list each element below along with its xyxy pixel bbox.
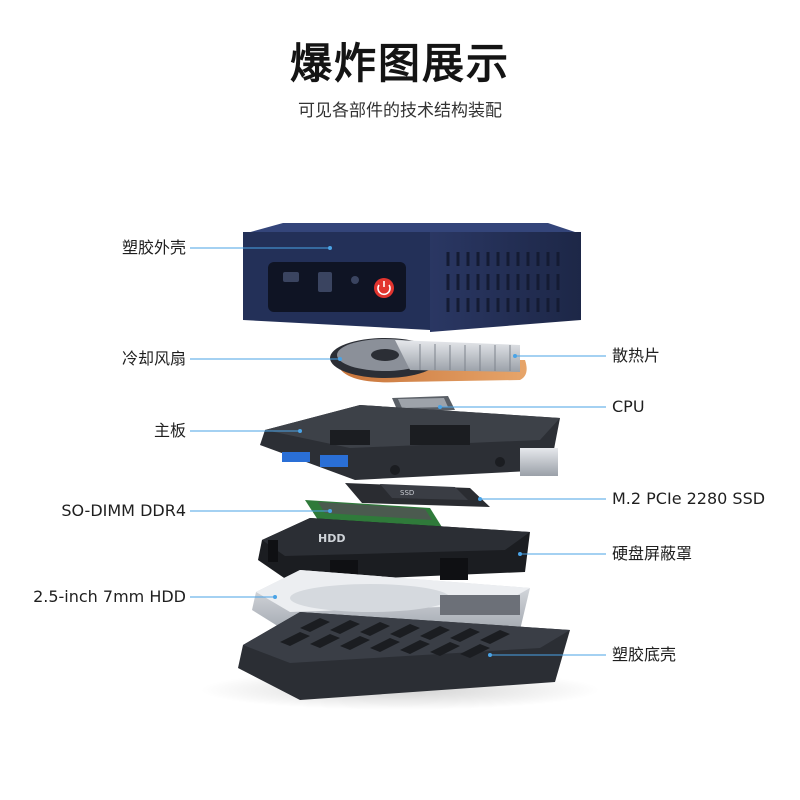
ssd-sticker-text: SSD bbox=[400, 489, 414, 497]
ssd-part: SSD bbox=[345, 483, 490, 507]
label-heatsink: 散热片 bbox=[612, 346, 661, 365]
power-button-icon bbox=[374, 278, 394, 298]
page-subtitle: 可见各部件的技术结构装配 bbox=[298, 101, 502, 121]
motherboard-part bbox=[260, 405, 560, 480]
label-hdd-shield: 硬盘屏蔽罩 bbox=[612, 544, 693, 563]
label-hdd: 2.5-inch 7mm HDD bbox=[33, 587, 186, 606]
plastic-shell-part bbox=[243, 223, 581, 332]
label-plastic-shell: 塑胶外壳 bbox=[121, 238, 186, 257]
label-bottom-shell: 塑胶底壳 bbox=[612, 645, 677, 664]
page-title: 爆炸图展示 bbox=[289, 39, 510, 88]
hdd-sticker-text: HDD bbox=[318, 532, 345, 545]
label-ram: SO-DIMM DDR4 bbox=[61, 501, 186, 520]
leader-lines bbox=[190, 246, 606, 657]
cooling-fan-heatsink-part bbox=[330, 338, 527, 383]
label-motherboard: 主板 bbox=[153, 421, 186, 440]
bottom-shell-part bbox=[200, 612, 600, 710]
label-ssd: M.2 PCIe 2280 SSD bbox=[612, 489, 766, 508]
label-cpu: CPU bbox=[612, 397, 645, 416]
hdd-shield-part: HDD bbox=[258, 518, 530, 582]
label-cooling-fan: 冷却风扇 bbox=[121, 349, 186, 368]
